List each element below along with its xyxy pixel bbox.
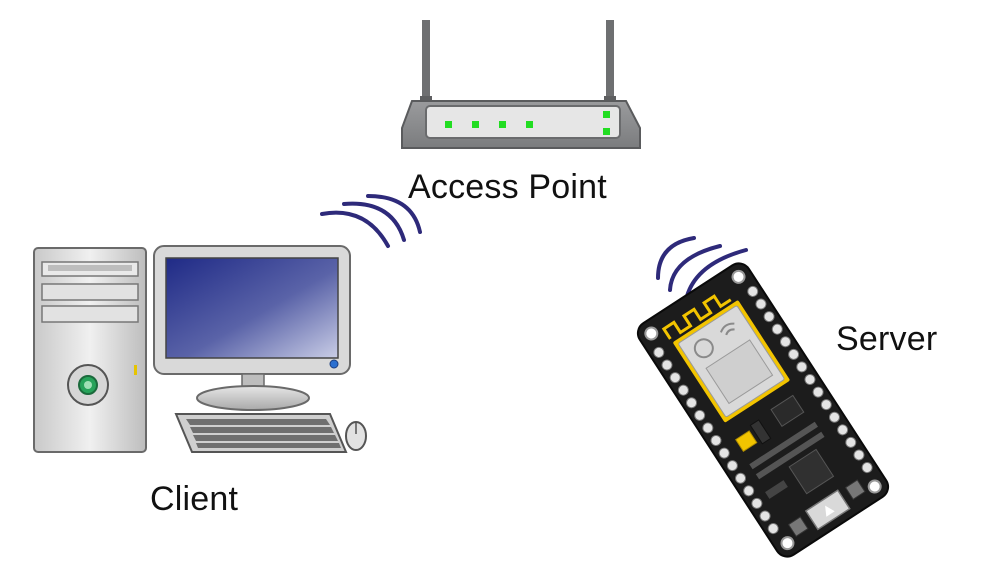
router-status-leds <box>445 111 610 135</box>
pc-tower <box>33 247 147 453</box>
pc-keyboard <box>174 413 348 453</box>
left-header-pins <box>653 346 779 535</box>
right-header-pins <box>747 285 873 474</box>
client-computer-icon <box>33 245 367 453</box>
access-point-label: Access Point <box>408 168 607 206</box>
pc-mouse <box>345 421 367 451</box>
access-point-router-icon <box>401 20 641 149</box>
pcb-antenna <box>661 294 732 340</box>
client-label: Client <box>150 480 239 518</box>
esp-module <box>673 300 790 423</box>
pcb-traces <box>749 421 825 480</box>
server-label: Server <box>836 320 938 358</box>
pc-monitor <box>153 245 351 411</box>
client-wifi-signal-icon <box>320 194 422 248</box>
server-board-icon <box>636 262 890 558</box>
